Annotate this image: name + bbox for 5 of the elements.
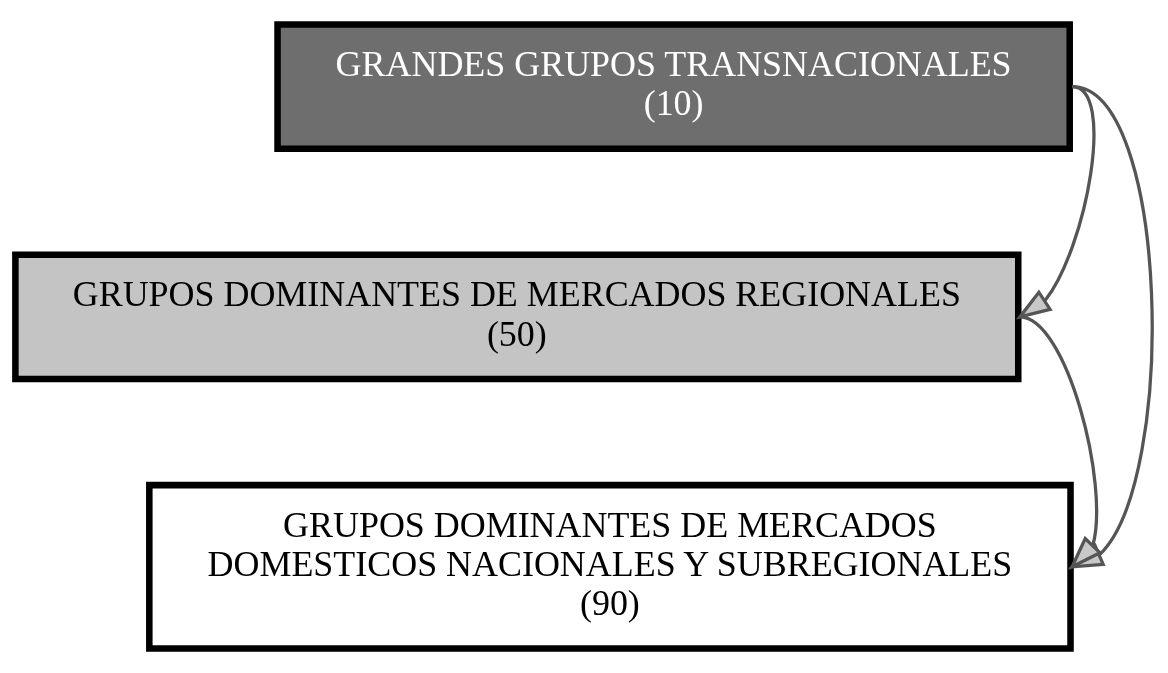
node-box: GRUPOS DOMINANTES DE MERCADOS REGIONALES (50): [12, 251, 1022, 383]
node-box: GRANDES GRUPOS TRANSNACIONALES (10): [274, 21, 1073, 152]
arrow: [1015, 85, 1096, 320]
node-box: GRUPOS DOMINANTES DE MERCADOS DOMESTICOS NACIONALES Y SUBREGIONALES (90): [146, 481, 1074, 652]
arrow: [1019, 315, 1103, 571]
